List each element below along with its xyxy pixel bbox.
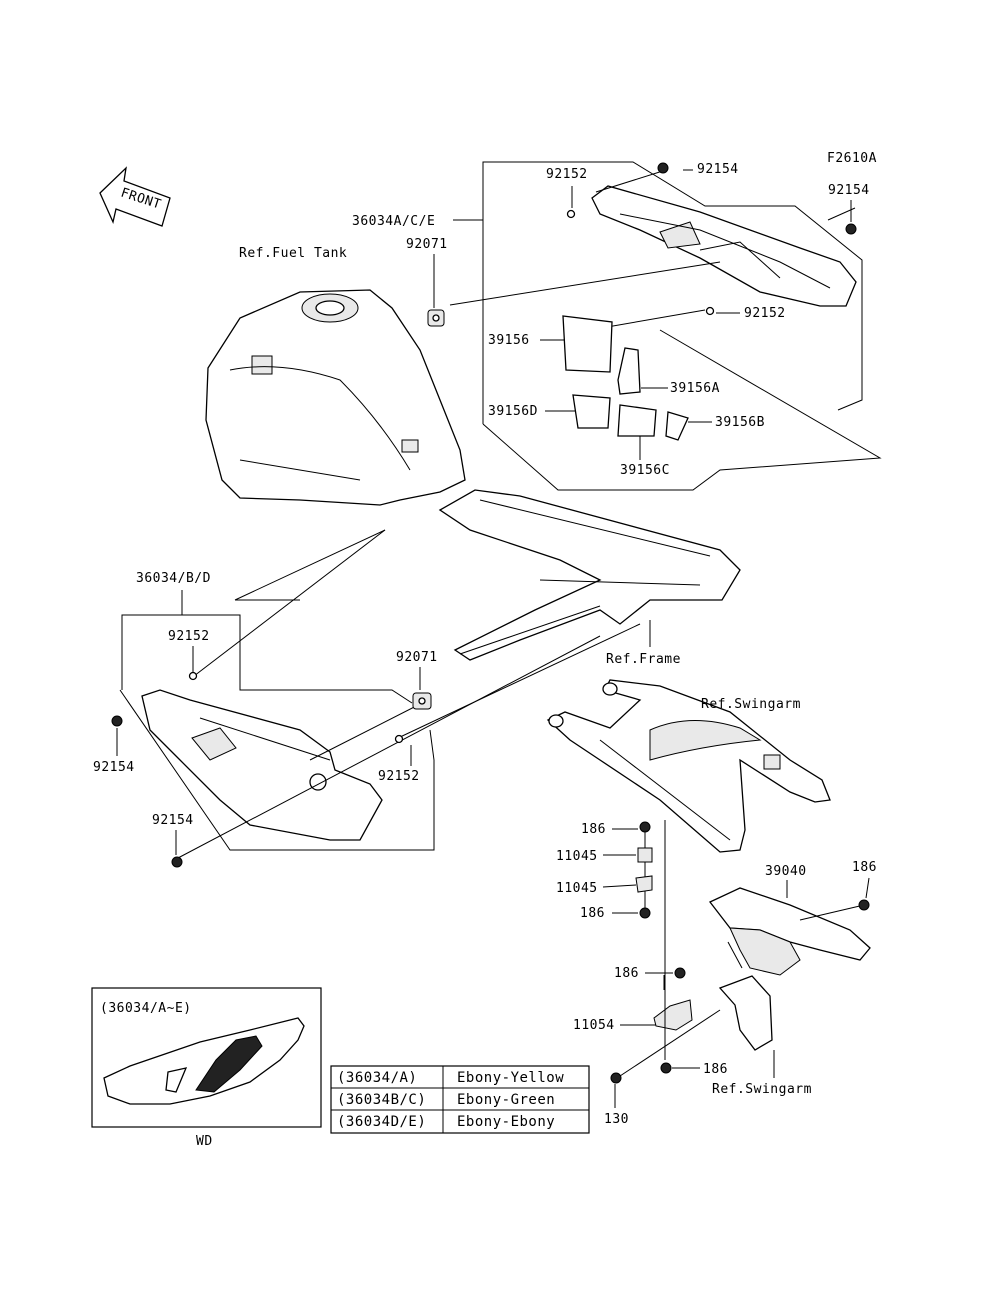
label-186: 186 xyxy=(580,906,605,921)
label-swingarm-bottom: Ref.Swingarm xyxy=(712,1082,812,1097)
inset-panel: (36034/A~E) WD xyxy=(91,987,322,1149)
label-fuel-tank: Ref.Fuel Tank xyxy=(239,246,347,261)
damper-icon xyxy=(427,309,445,327)
label-92152: 92152 xyxy=(744,306,786,321)
label-186: 186 xyxy=(614,966,639,981)
table-color: Ebony-Yellow xyxy=(457,1070,564,1086)
swingarm xyxy=(546,679,831,853)
label-39156: 39156 xyxy=(488,333,530,348)
bolt-icon xyxy=(111,715,123,727)
front-arrow-icon: FRONT xyxy=(99,166,171,227)
label-11054: 11054 xyxy=(573,1018,615,1033)
label-92154: 92154 xyxy=(152,813,194,828)
label-frame: Ref.Frame xyxy=(606,652,681,667)
label-36034bd: 36034/B/D xyxy=(136,571,211,586)
label-92152: 92152 xyxy=(546,167,588,182)
grommet-icon xyxy=(705,306,715,316)
label-92154: 92154 xyxy=(828,183,870,198)
table-color: Ebony-Green xyxy=(457,1092,555,1108)
bolt-icon xyxy=(845,223,857,235)
group-bracket-36034ace xyxy=(453,161,882,491)
label-92154: 92154 xyxy=(697,162,739,177)
label-39156a: 39156A xyxy=(670,381,720,396)
bolt-icon xyxy=(674,967,686,979)
grommet-icon xyxy=(394,734,404,744)
table-code: (36034D/E) xyxy=(337,1114,426,1130)
left-side-cover xyxy=(141,689,383,841)
right-side-cover xyxy=(591,185,857,307)
label-130: 130 xyxy=(604,1112,629,1127)
label-swingarm-top: Ref.Swingarm xyxy=(701,697,801,712)
bolt-icon xyxy=(660,1062,672,1074)
label-92152: 92152 xyxy=(168,629,210,644)
figure-code: F2610A xyxy=(827,151,877,166)
label-186: 186 xyxy=(581,822,606,837)
decals xyxy=(562,315,689,441)
damper-icon xyxy=(412,692,432,710)
leader-lines-left xyxy=(177,529,641,859)
fuel-tank xyxy=(205,289,466,506)
bolt-icon xyxy=(657,162,669,174)
label-92154: 92154 xyxy=(93,760,135,775)
bolt-icon xyxy=(610,1072,622,1084)
inset-caption: WD xyxy=(196,1134,213,1149)
label-39040: 39040 xyxy=(765,864,807,879)
label-11045: 11045 xyxy=(556,881,598,896)
leader-lines-right xyxy=(619,820,865,1077)
label-186: 186 xyxy=(852,860,877,875)
inset-title: (36034/A~E) xyxy=(100,1001,192,1016)
clamp-icon xyxy=(635,875,653,893)
bolt-icon xyxy=(639,907,651,919)
label-186: 186 xyxy=(703,1062,728,1077)
label-92152: 92152 xyxy=(378,769,420,784)
group-bracket-36034bd xyxy=(119,590,435,851)
clamp-icon xyxy=(637,847,653,863)
label-11045: 11045 xyxy=(556,849,598,864)
grommet-icon xyxy=(566,209,576,219)
bolt-icon xyxy=(171,856,183,868)
label-39156b: 39156B xyxy=(715,415,765,430)
grommet-icon xyxy=(188,671,198,681)
table-code: (36034/A) xyxy=(337,1070,417,1086)
chain-guard xyxy=(708,887,871,976)
label-39156c: 39156C xyxy=(620,463,670,478)
label-92071: 92071 xyxy=(406,237,448,252)
label-92071: 92071 xyxy=(396,650,438,665)
table-code: (36034B/C) xyxy=(337,1092,426,1108)
frame xyxy=(438,489,741,661)
color-table: (36034/A) Ebony-Yellow (36034B/C) Ebony-… xyxy=(330,1065,590,1134)
bolt-icon xyxy=(639,821,651,833)
label-39156d: 39156D xyxy=(488,404,538,419)
label-36034ace: 36034A/C/E xyxy=(352,214,435,229)
bolt-icon xyxy=(858,899,870,911)
table-color: Ebony-Ebony xyxy=(457,1114,555,1130)
lower-bracket xyxy=(653,975,773,1051)
